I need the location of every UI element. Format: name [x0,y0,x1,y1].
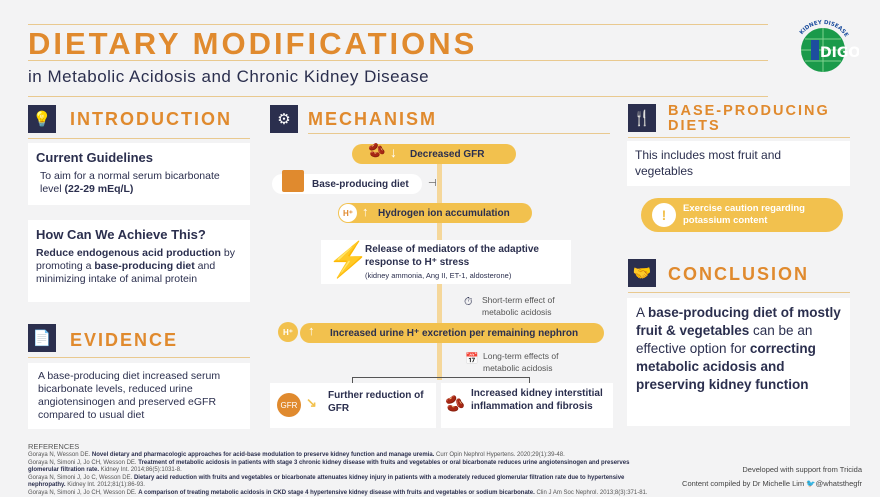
base-diets-text: This includes most fruit and vegetables [635,148,781,178]
evidence-card: A base-producing diet increased serum bi… [28,363,250,429]
mechanism-title: MECHANISM [308,111,437,127]
basket-icon [282,170,304,192]
divider [628,292,850,293]
base-diets-card: This includes most fruit and vegetables [627,141,850,186]
achieve-bold: Reduce endogenous acid production [36,247,221,259]
arrow-down-icon: ↓ [390,144,397,160]
handshake-icon: 🤝 [628,259,656,287]
divider [28,24,768,25]
twitter-handle[interactable]: @whatsthegfr [816,479,862,488]
mediators-title: Release of mediators of the adaptive res… [365,243,567,269]
h-ion-badge: H⁺ [339,204,357,222]
base-diets-title: BASE-PRODUCING DIETS [668,104,848,134]
divider [28,60,768,61]
reference-item: Goraya N, Simoni J, Jo CH, Wesson DE. A … [28,490,658,497]
support-credit: Developed with support from Tricida [742,465,862,474]
inflammation-label: Increased kidney interstitial inflammati… [471,388,603,412]
compiled-text: Content compiled by Dr Michelle Lim [682,479,804,488]
arrow-down-right-icon: ↘ [306,395,317,411]
achieve-card: How Can We Achieve This? Reduce endogeno… [28,220,250,302]
divider [28,96,768,97]
references: REFERENCES Goraya N, Wesson DE. Novel di… [28,442,658,497]
divider [28,138,250,139]
fork-knife-icon: 🍴 [628,104,656,132]
mediators-subtitle: (kidney ammonia, Ang II, ET-1, aldostero… [365,271,567,281]
conclusion-title: CONCLUSION [668,266,809,282]
short-term-note: Short-term effect of metabolic acidosis [482,294,592,318]
reference-item: Goraya N, Simoni J, Jo CH, Wesson DE. Tr… [28,460,658,475]
lightning-icon: ⚡ [327,240,369,280]
divider [28,357,250,358]
guidelines-range: (22-29 mEq/L) [65,183,134,195]
urine-label: Increased urine H⁺ excretion per remaini… [330,328,578,339]
kidney-icon: 🫘 [368,142,385,159]
reference-item: Goraya N, Wesson DE. Novel dietary and p… [28,452,658,460]
urine-step: Increased urine H⁺ excretion per remaini… [300,323,604,343]
lightbulb-icon: 💡 [28,105,56,133]
gfr-badge: GFR [277,393,301,417]
branch-line [352,377,530,378]
gears-icon: ⚙ [270,105,298,133]
long-term-note: Long-term effects of metabolic acidosis [483,350,593,374]
inflammation-card: Increased kidney interstitial inflammati… [441,383,613,428]
guidelines-heading: Current Guidelines [36,150,242,165]
stopwatch-icon: ⏱ [464,296,473,309]
twitter-icon: 🐦 [806,479,815,488]
base-diet-label: Base-producing diet [312,179,409,190]
further-gfr-label: Further reduction of GFR [328,390,424,414]
introduction-title: INTRODUCTION [70,111,232,127]
divider [308,133,610,134]
arrow-up-icon: ↑ [362,204,369,219]
conclusion-text: A [636,305,648,320]
reference-item: Goraya N, Simoni J, Jo C, Wesson DE. Die… [28,475,658,490]
page-title: DIETARY MODIFICATIONS [28,26,477,62]
evidence-text: A base-producing diet increased serum bi… [38,370,240,422]
guidelines-card: Current Guidelines To aim for a normal s… [28,143,250,205]
compiled-credit: Content compiled by Dr Michelle Lim 🐦@wh… [682,479,862,488]
arrow-up-icon: ↑ [308,323,315,338]
h-ion-drop-badge: H⁺ [278,322,298,342]
page-subtitle: in Metabolic Acidosis and Chronic Kidney… [28,67,429,87]
inhibit-icon: ⊣ [428,178,437,189]
document-icon: 📄 [28,324,56,352]
kidney-icon: 🫘 [445,394,465,414]
warning-icon: ! [652,203,676,227]
caution-text: Exercise caution regarding potassium con… [683,203,843,227]
conclusion-card: A base-producing diet of mostly fruit & … [627,298,850,426]
divider [628,137,850,138]
decreased-gfr-label: Decreased GFR [410,149,484,160]
hydrogen-label: Hydrogen ion accumulation [378,208,510,219]
calendar-icon: 📅 [465,352,479,365]
evidence-title: EVIDENCE [70,332,178,348]
svg-text:DIGO: DIGO [820,45,859,61]
achieve-heading: How Can We Achieve This? [36,227,242,242]
references-heading: REFERENCES [28,442,658,451]
achieve-bold: base-producing diet [94,260,194,272]
